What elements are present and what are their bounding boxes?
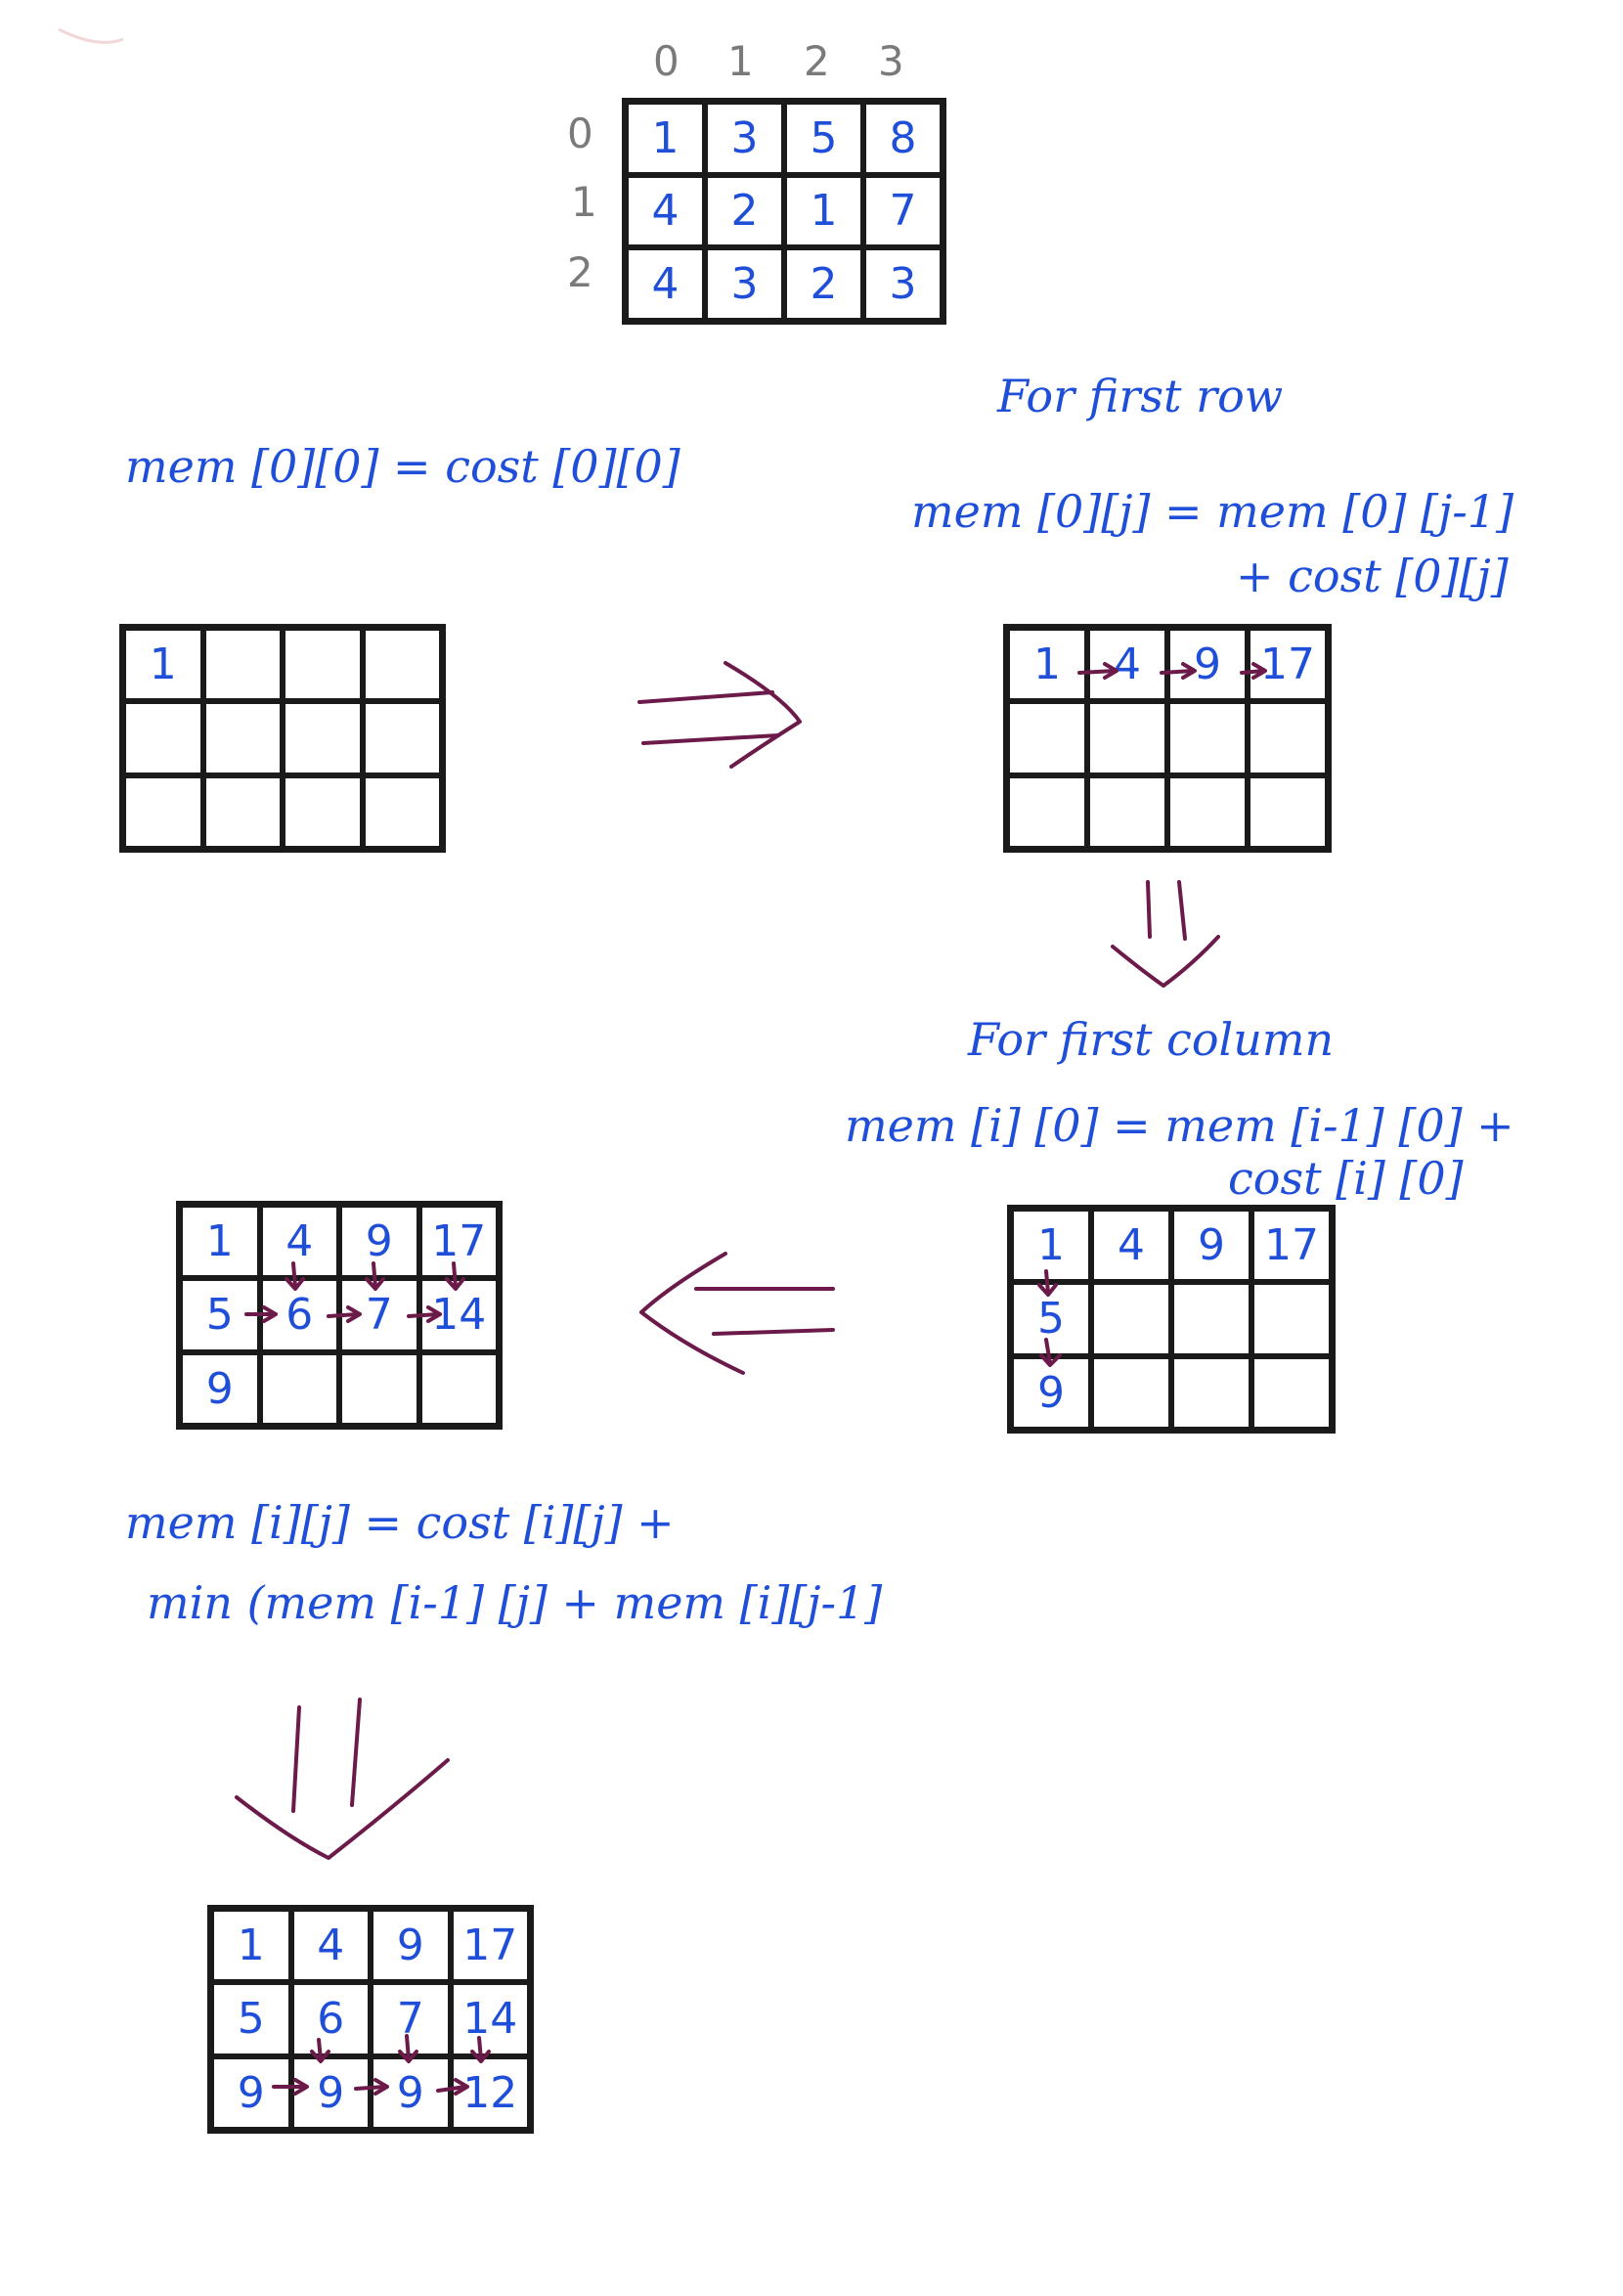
grid-cell-r0-c3: 17 bbox=[1248, 628, 1328, 702]
grid-cell-r2-c2: 2 bbox=[784, 247, 863, 321]
grid-cell-r0-c0: 1 bbox=[123, 628, 203, 702]
grid-cell-r2-c1 bbox=[259, 1351, 339, 1426]
grid-cell-r1-c0: 5 bbox=[1011, 1282, 1091, 1356]
grid-cell-r2-c0: 4 bbox=[626, 247, 705, 321]
grid-cell-r0-c0: 1 bbox=[1007, 628, 1087, 702]
grid-cell-r2-c0 bbox=[1007, 774, 1087, 849]
grid-cell-r1-c3 bbox=[1251, 1282, 1332, 1356]
left-arrow-1 bbox=[639, 1252, 835, 1375]
grid-cell-r0-c0: 1 bbox=[1011, 1209, 1091, 1283]
grid-cell-r0-c2: 9 bbox=[339, 1205, 419, 1279]
arrow-r0-b bbox=[1160, 669, 1195, 675]
grid-cell-r0-c1: 4 bbox=[259, 1205, 339, 1279]
first-col-title: For first column bbox=[968, 1013, 1335, 1066]
grid-cell-r2-c3 bbox=[1251, 1355, 1332, 1430]
grid-cell-r1-c0 bbox=[1007, 701, 1087, 775]
grid-cell-r1-c1: 2 bbox=[705, 174, 784, 248]
first-row-title: For first row bbox=[997, 370, 1284, 422]
grid-cell-r1-c1 bbox=[202, 701, 283, 775]
row-header-1: 1 bbox=[571, 178, 597, 226]
grid-cell-r0-c1: 4 bbox=[1091, 1209, 1171, 1283]
grid-cell-r1-c3 bbox=[362, 701, 442, 775]
grid-cell-r2-c1: 3 bbox=[705, 247, 784, 321]
general-formula-line1: mem [i][j] = cost [i][j] + bbox=[125, 1496, 675, 1549]
grid-cell-r1-c2 bbox=[1167, 701, 1248, 775]
grid-cell-r0-c2: 9 bbox=[1171, 1209, 1251, 1283]
grid-cell-r0-c0: 1 bbox=[626, 102, 705, 175]
grid-cell-r0-c3: 8 bbox=[863, 102, 943, 175]
grid-cell-r1-c2 bbox=[1171, 1282, 1251, 1356]
grid-cell-r0-c2 bbox=[283, 628, 363, 702]
grid-cell-r2-c0: 9 bbox=[180, 1351, 260, 1426]
down-arrow-2 bbox=[235, 1698, 450, 1860]
base-case-formula: mem [0][0] = cost [0][0] bbox=[125, 440, 680, 493]
grid-cell-r1-c3: 7 bbox=[863, 174, 943, 248]
grid-cell-r1-c2: 1 bbox=[784, 174, 863, 248]
mem-grid-base: 1 bbox=[119, 624, 446, 853]
grid-cell-r0-c2: 9 bbox=[1167, 628, 1248, 702]
grid-cell-r0-c0: 1 bbox=[211, 1909, 291, 1983]
grid-cell-r2-c1 bbox=[1091, 1355, 1171, 1430]
first-col-formula-line1: mem [i] [0] = mem [i-1] [0] + bbox=[845, 1099, 1514, 1152]
row-header-2: 2 bbox=[567, 248, 593, 296]
right-arrow-1 bbox=[637, 661, 802, 769]
grid-cell-r2-c3 bbox=[362, 774, 442, 849]
grid-cell-r2-c0 bbox=[123, 774, 203, 849]
grid-cell-r0-c3: 17 bbox=[1251, 1209, 1332, 1283]
first-row-formula-line1: mem [0][j] = mem [0] [j-1] bbox=[911, 485, 1514, 538]
col-header-0: 0 bbox=[653, 37, 680, 85]
grid-cell-r2-c1 bbox=[202, 774, 283, 849]
col-header-2: 2 bbox=[804, 37, 830, 85]
grid-cell-r1-c0: 5 bbox=[211, 1982, 291, 2056]
grid-cell-r2-c2 bbox=[283, 774, 363, 849]
grid-cell-r1-c3 bbox=[1248, 701, 1328, 775]
grid-cell-r1-c3: 14 bbox=[450, 1982, 530, 2056]
grid-cell-r1-c1 bbox=[1087, 701, 1167, 775]
down-arrow-1 bbox=[1111, 880, 1220, 988]
first-row-formula-line2: + cost [0][j] bbox=[1236, 550, 1509, 602]
grid-cell-r0-c1: 4 bbox=[290, 1909, 371, 1983]
stray-mark bbox=[58, 27, 124, 44]
grid-cell-r2-c2 bbox=[1171, 1355, 1251, 1430]
arrow-r0-a bbox=[1077, 669, 1117, 675]
grid-cell-r0-c2: 5 bbox=[784, 102, 863, 175]
grid-cell-r0-c3 bbox=[362, 628, 442, 702]
grid-cell-r2-c3 bbox=[418, 1351, 499, 1426]
col-header-3: 3 bbox=[878, 37, 904, 85]
row-header-0: 0 bbox=[567, 110, 593, 157]
grid-cell-r2-c1 bbox=[1087, 774, 1167, 849]
grid-cell-r1-c0: 4 bbox=[626, 174, 705, 248]
grid-cell-r2-c0: 9 bbox=[211, 2055, 291, 2130]
general-formula-line2: min (mem [i-1] [j] + mem [i][j-1] bbox=[147, 1576, 883, 1629]
grid-cell-r2-c3 bbox=[1248, 774, 1328, 849]
grid-cell-r2-c2 bbox=[339, 1351, 419, 1426]
grid-cell-r0-c1 bbox=[202, 628, 283, 702]
grid-cell-r0-c3: 17 bbox=[418, 1205, 499, 1279]
grid-cell-r2-c1: 9 bbox=[290, 2055, 371, 2130]
grid-cell-r1-c0 bbox=[123, 701, 203, 775]
grid-cell-r1-c2 bbox=[283, 701, 363, 775]
grid-cell-r0-c2: 9 bbox=[371, 1909, 451, 1983]
grid-cell-r0-c0: 1 bbox=[180, 1205, 260, 1279]
grid-cell-r1-c1: 6 bbox=[290, 1982, 371, 2056]
grid-cell-r1-c2: 7 bbox=[371, 1982, 451, 2056]
first-col-formula-line2: cost [i] [0] bbox=[1228, 1152, 1464, 1205]
grid-cell-r0-c1: 3 bbox=[705, 102, 784, 175]
grid-cell-r2-c3: 3 bbox=[863, 247, 943, 321]
grid-cell-r0-c1: 4 bbox=[1087, 628, 1167, 702]
grid-cell-r2-c2 bbox=[1167, 774, 1248, 849]
arrow-r0-c bbox=[1240, 669, 1265, 675]
grid-cell-r0-c3: 17 bbox=[450, 1909, 530, 1983]
col-header-1: 1 bbox=[727, 37, 754, 85]
grid-cell-r1-c1 bbox=[1091, 1282, 1171, 1356]
grid-cell-r2-c3: 12 bbox=[450, 2055, 530, 2130]
